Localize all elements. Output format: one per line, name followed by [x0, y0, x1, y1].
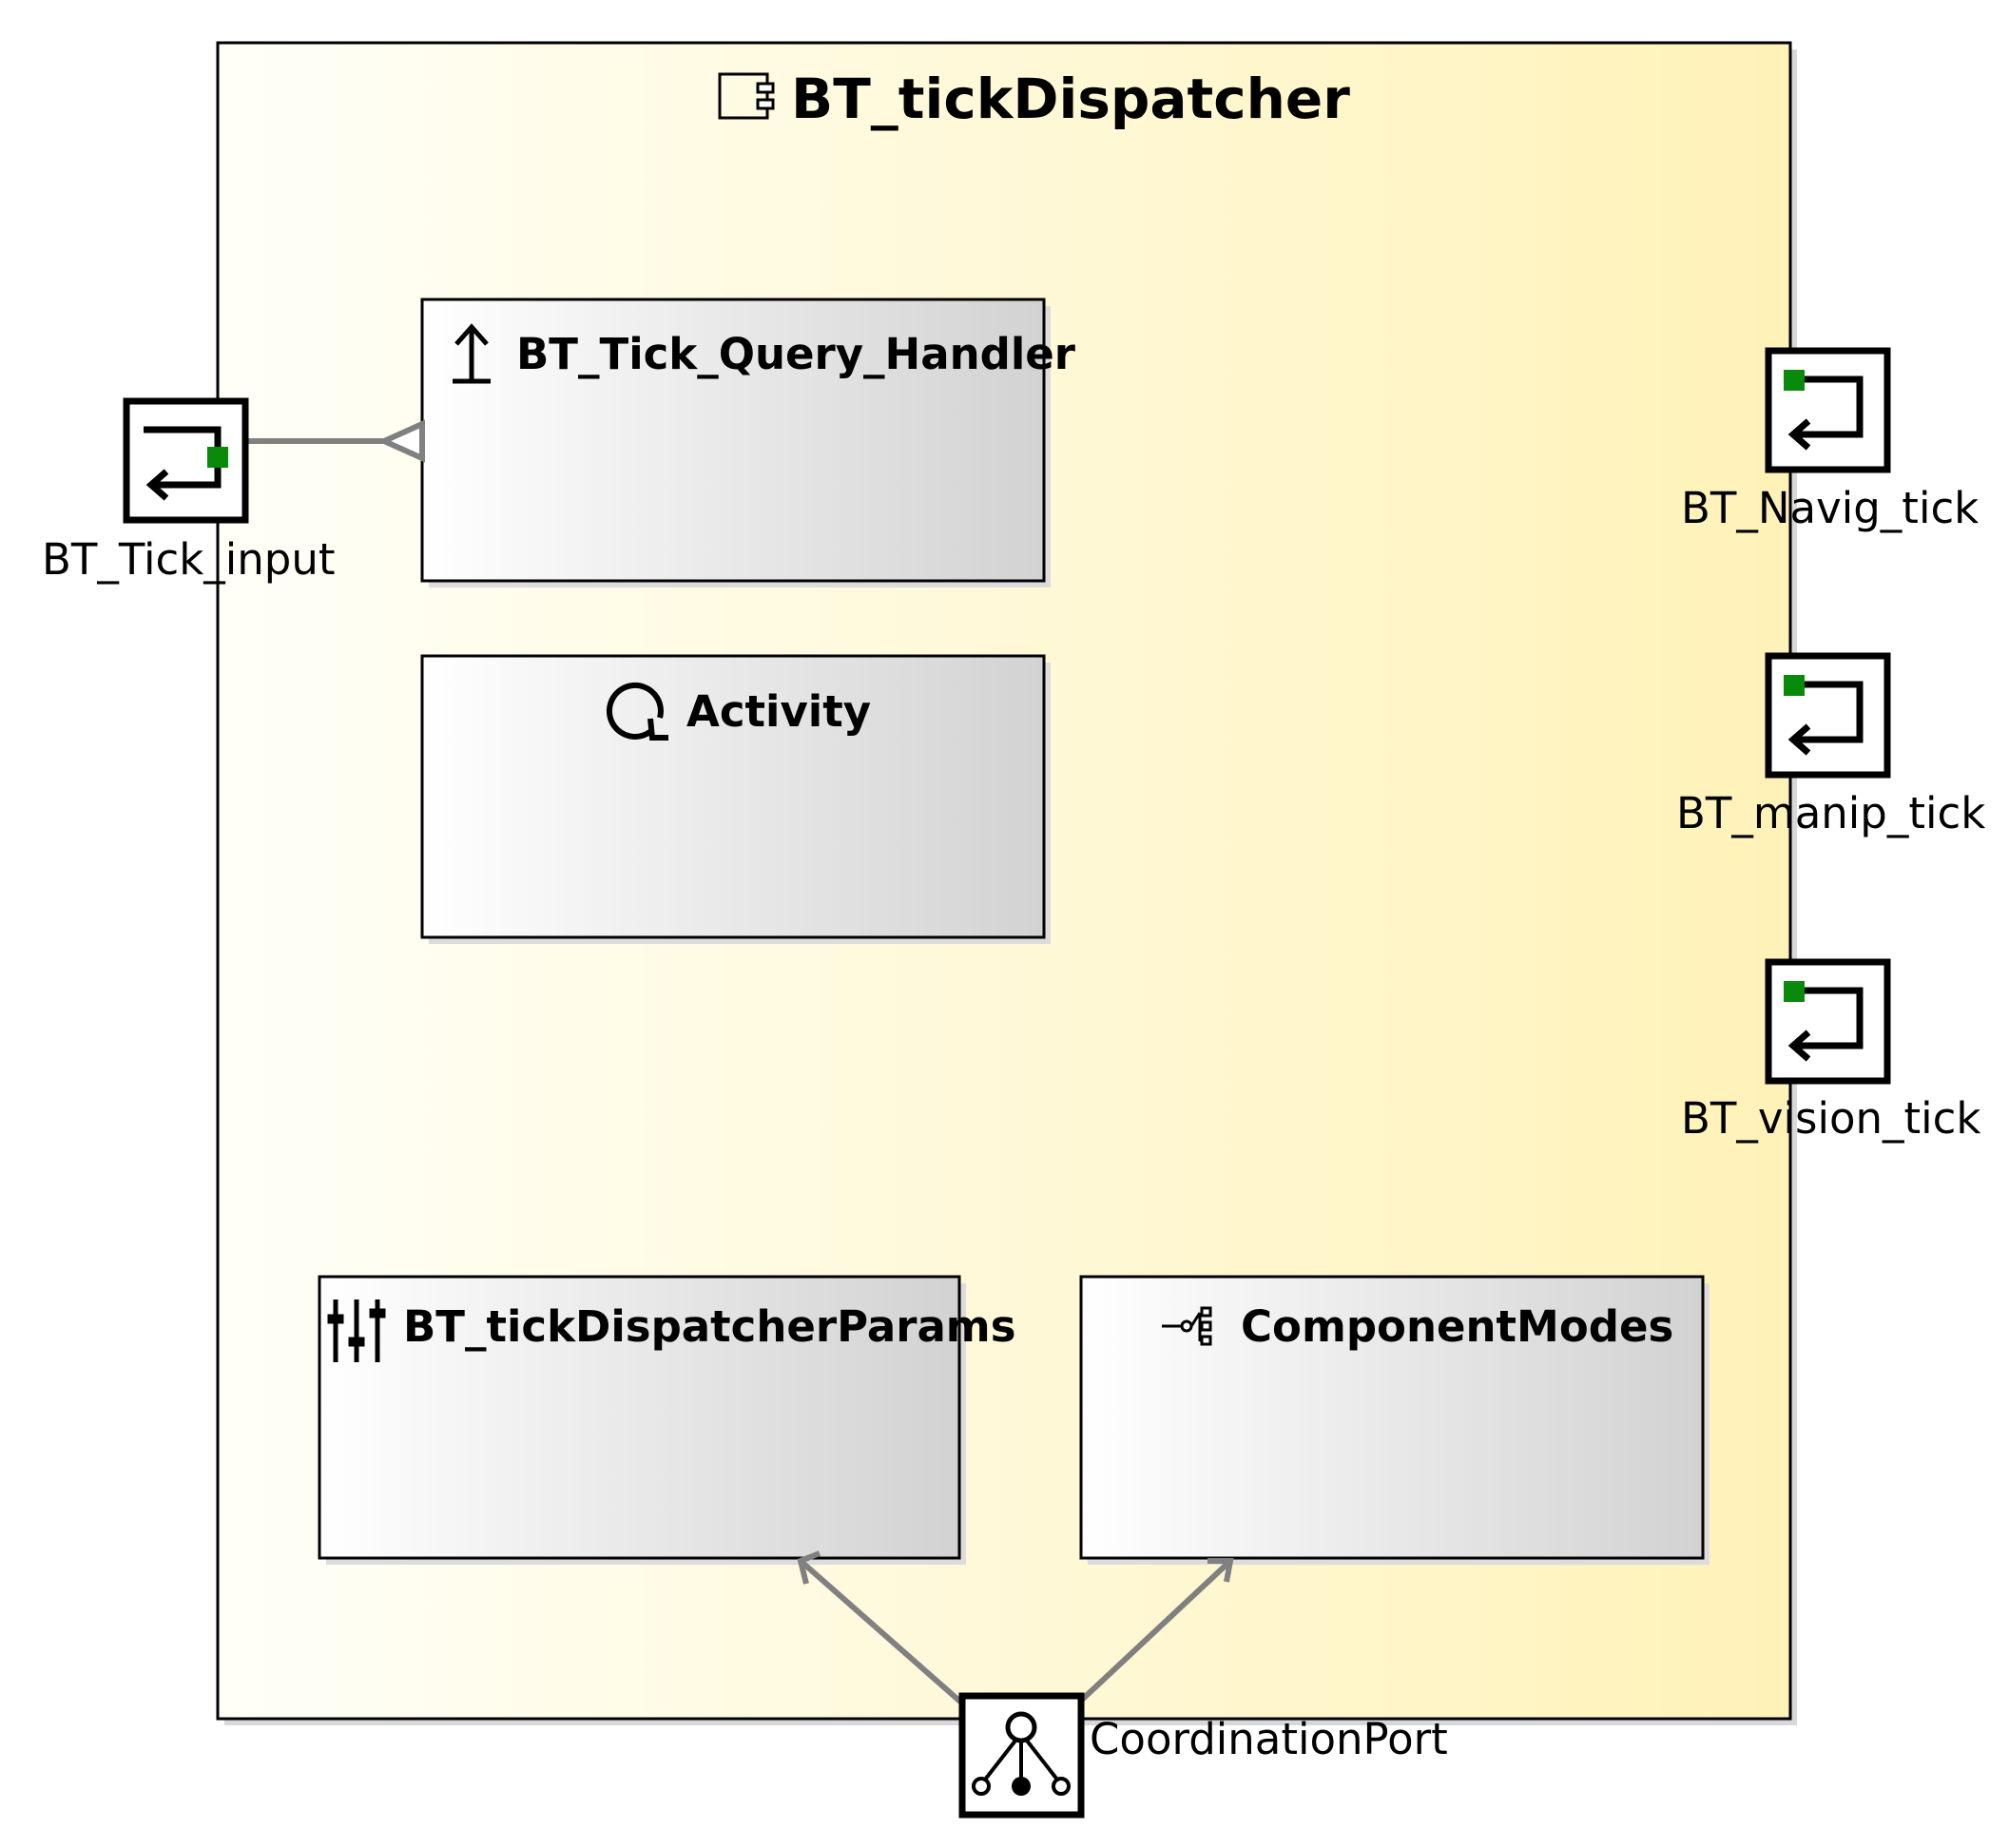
coordination-connector-params	[797, 1550, 962, 1704]
part-label-params: BT_tickDispatcherParams	[403, 1301, 1016, 1352]
port-label-tick-input: BT_Tick_input	[42, 534, 336, 585]
port-label-manip-tick: BT_manip_tick	[1676, 788, 1986, 838]
port-label-coordination: CoordinationPort	[1090, 1714, 1448, 1764]
request-port-icon-vision[interactable]	[1765, 958, 1891, 1085]
request-port-icon-manip[interactable]	[1765, 652, 1891, 779]
part-label-modes: ComponentModes	[1241, 1301, 1674, 1352]
parameter-sliders-icon	[327, 1299, 386, 1362]
answer-port-icon[interactable]	[123, 397, 249, 524]
query-handler-arrow-icon	[453, 323, 491, 384]
part-label-activity: Activity	[686, 686, 872, 737]
coordination-connector-modes	[1079, 1558, 1234, 1703]
coordination-port-icon[interactable]	[958, 1692, 1085, 1819]
part-box-activity[interactable]	[420, 654, 1051, 944]
part-box-query-handler[interactable]	[420, 298, 1051, 587]
component-icon	[718, 72, 775, 120]
port-label-navig-tick: BT_Navig_tick	[1681, 483, 1980, 533]
activity-cycle-icon	[607, 682, 668, 741]
request-port-icon-navig[interactable]	[1765, 347, 1891, 473]
part-label-query-handler: BT_Tick_Query_Handler	[516, 329, 1075, 379]
component-modes-icon	[1162, 1306, 1212, 1346]
port-label-vision-tick: BT_vision_tick	[1681, 1093, 1981, 1144]
component-title: BT_tickDispatcher	[791, 67, 1350, 131]
part-box-params[interactable]	[318, 1275, 966, 1565]
input-connector	[245, 419, 425, 463]
